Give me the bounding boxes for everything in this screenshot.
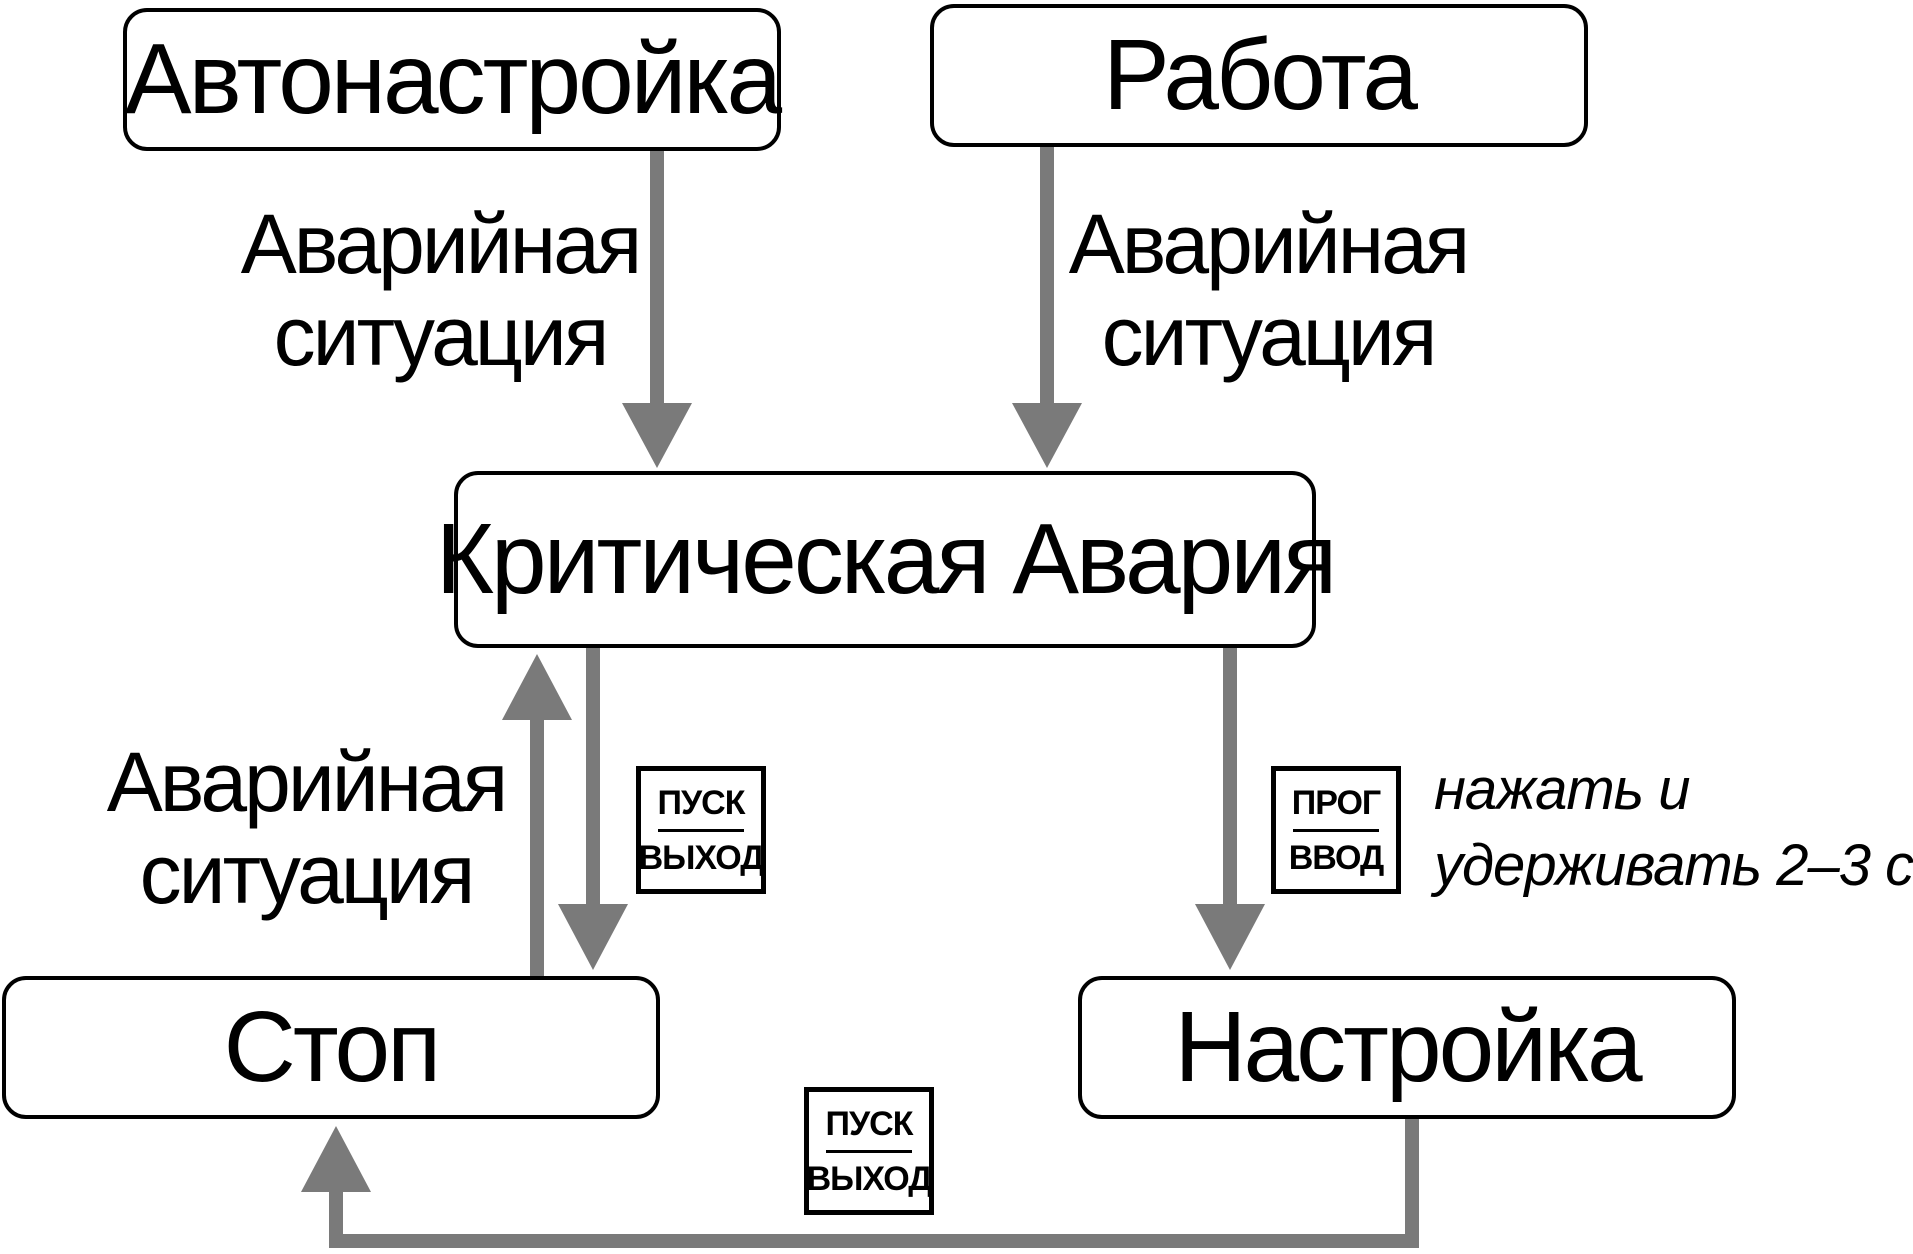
key-exit-label: ВЫХОД bbox=[806, 1159, 933, 1198]
key-start-label: ПУСК bbox=[657, 783, 746, 822]
arrowhead-loop bbox=[301, 1126, 371, 1192]
edge-label-line1: Аварийная bbox=[240, 197, 643, 291]
key-exit-label: ВЫХОД bbox=[638, 838, 765, 877]
state-stop: Стоп bbox=[2, 976, 660, 1119]
key-prog-label: ПРОГ bbox=[1291, 783, 1381, 822]
key-prog-enter: ПРОГ ВВОД bbox=[1271, 766, 1401, 894]
arrowhead-setup bbox=[1195, 904, 1265, 970]
state-work-label: Работа bbox=[1103, 19, 1418, 131]
edge-label-line1: Аварийная bbox=[1068, 197, 1471, 291]
key-enter-label: ВВОД bbox=[1288, 838, 1384, 877]
hold-hint-line2: удерживать 2–3 с bbox=[1434, 833, 1913, 898]
state-work: Работа bbox=[930, 4, 1588, 147]
hold-hint-line1: нажать и bbox=[1434, 757, 1691, 822]
hold-hint: нажать и удерживать 2–3 с bbox=[1434, 752, 1913, 904]
edge-label-line1: Аварийная bbox=[106, 735, 509, 829]
arrowhead-stop-up bbox=[502, 654, 572, 720]
edge-label-line2: ситуация bbox=[139, 827, 476, 921]
edge-label-emergency-work: Аварийная ситуация bbox=[1068, 197, 1471, 383]
edge-label-line2: ситуация bbox=[1101, 289, 1438, 383]
arrowhead-autotune bbox=[622, 403, 692, 468]
state-setup-label: Настройка bbox=[1174, 991, 1642, 1103]
state-stop-label: Стоп bbox=[223, 991, 442, 1103]
arrowhead-work bbox=[1012, 403, 1082, 468]
state-critical-alarm-label: Критическая Авария bbox=[435, 503, 1338, 615]
state-critical-alarm: Критическая Авария bbox=[436, 471, 1337, 648]
edge-label-line2: ситуация bbox=[273, 289, 610, 383]
arrowhead-critical-down bbox=[558, 904, 628, 970]
state-autotune-label: Автонастройка bbox=[124, 23, 782, 135]
edge-label-emergency-autotune: Аварийная ситуация bbox=[240, 197, 643, 383]
arrow-setup-to-stop bbox=[329, 1119, 1419, 1248]
key-divider bbox=[658, 828, 744, 832]
state-setup: Настройка bbox=[1078, 976, 1736, 1119]
key-divider bbox=[1293, 828, 1379, 832]
key-start-exit: ПУСК ВЫХОД bbox=[636, 766, 766, 894]
key-start-label: ПУСК bbox=[825, 1104, 914, 1143]
state-autotune: Автонастройка bbox=[123, 8, 782, 151]
key-start-exit-loop: ПУСК ВЫХОД bbox=[804, 1087, 934, 1215]
edge-label-emergency-stop: Аварийная ситуация bbox=[106, 735, 509, 921]
key-divider bbox=[826, 1149, 912, 1153]
